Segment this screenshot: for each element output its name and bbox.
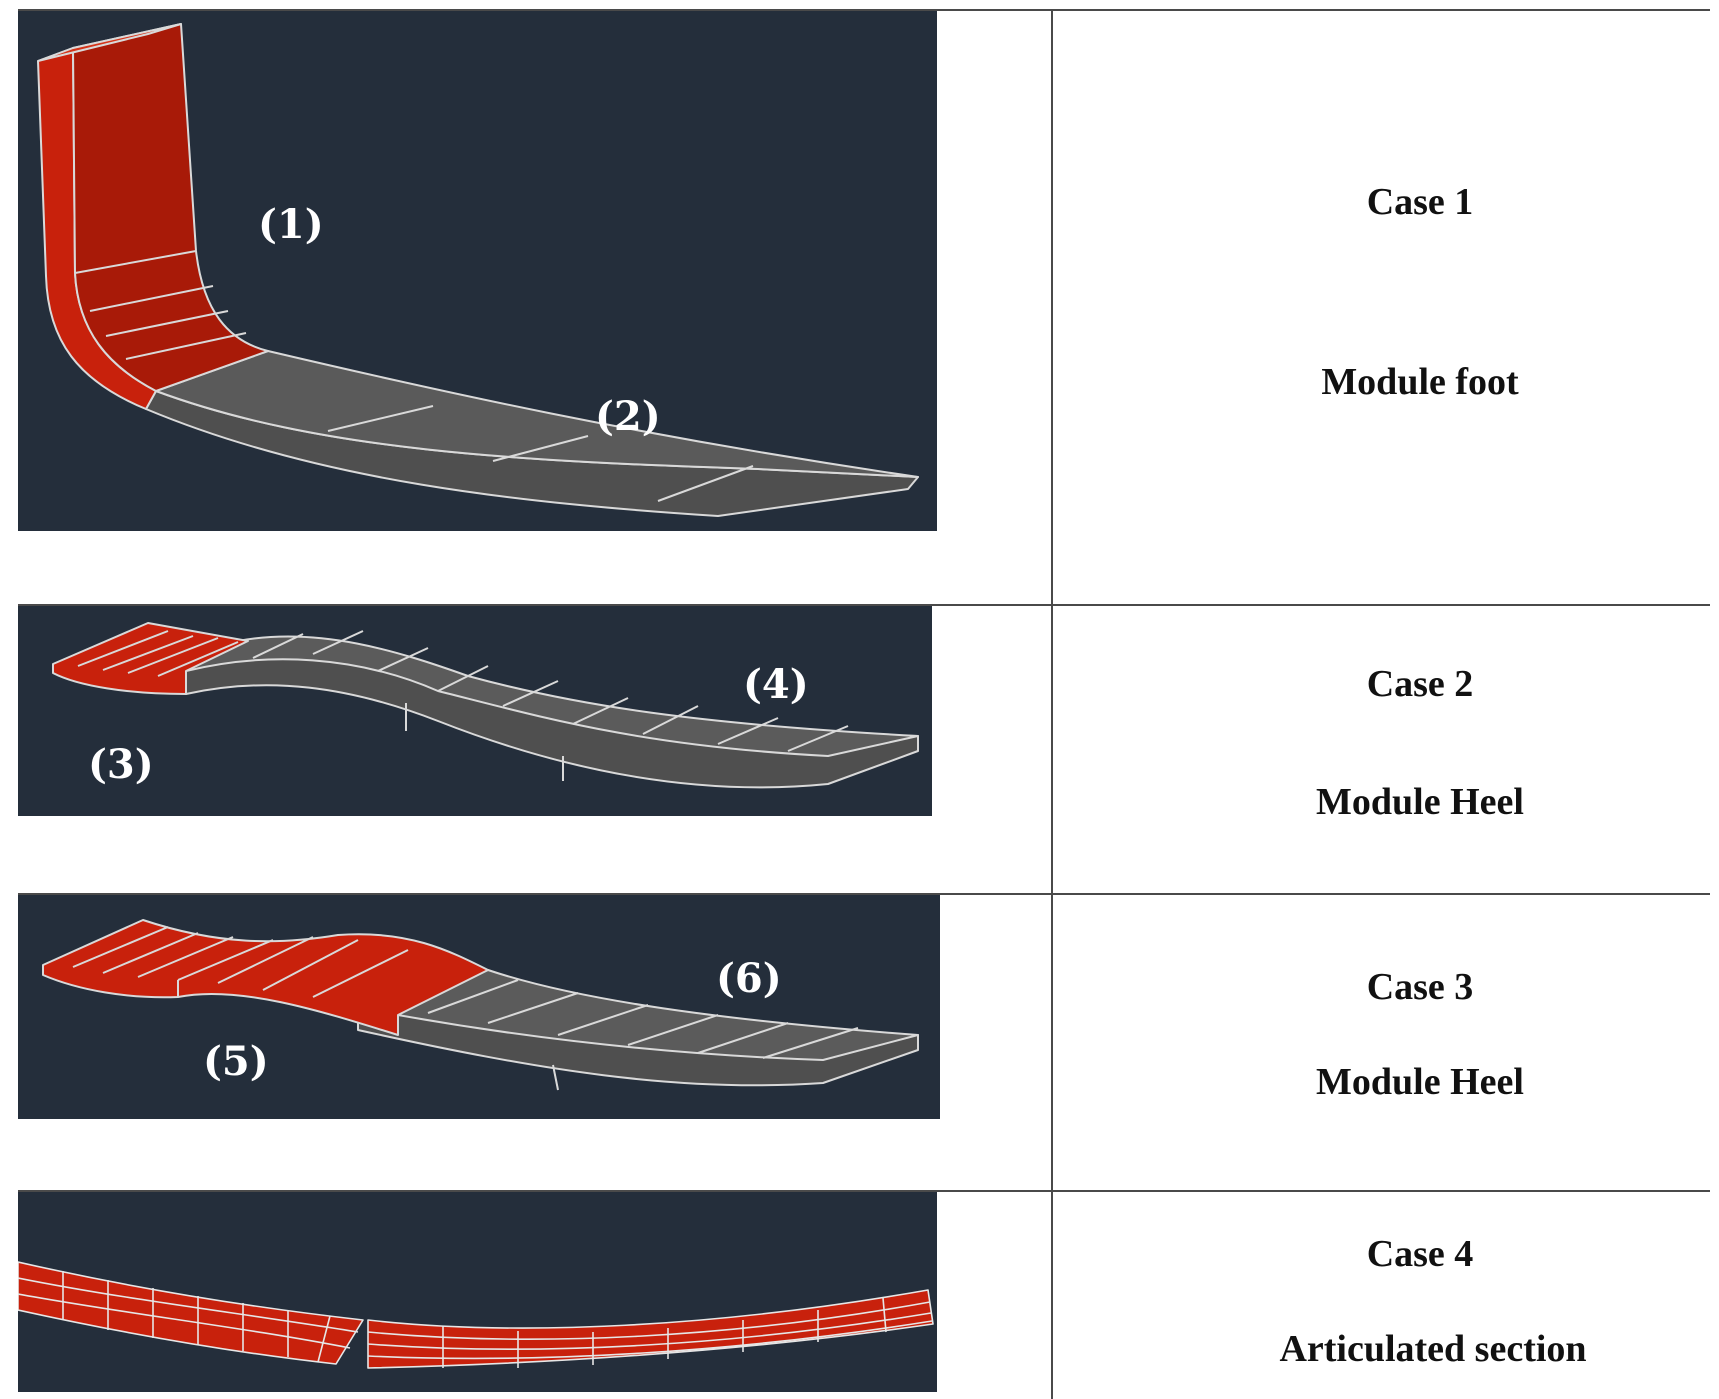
module-heel-model-2 xyxy=(52,622,919,789)
articulated-section-left xyxy=(18,1261,364,1365)
case-2-model-panel: (3) (4) xyxy=(18,606,932,816)
case-1-description: Module foot xyxy=(1321,361,1519,403)
module-heel-model-3 xyxy=(42,919,919,1091)
part-label-6: (6) xyxy=(716,955,782,1002)
case-3-model-panel: (5) (6) xyxy=(18,895,940,1119)
part-label-5: (5) xyxy=(203,1038,269,1085)
part-1-upright-top xyxy=(37,23,182,62)
part-3-heel-tip xyxy=(52,622,249,695)
row-divider-1 xyxy=(18,604,1710,606)
case-4-description: Articulated section xyxy=(1279,1328,1587,1370)
case-1-label: Case 1 xyxy=(1366,181,1474,223)
row-divider-2 xyxy=(18,893,1710,895)
row-divider-3 xyxy=(18,1190,1710,1192)
column-divider xyxy=(1051,9,1053,1399)
part-1-upright-side xyxy=(72,23,269,392)
part-label-2: (2) xyxy=(595,393,661,440)
articulated-section-model xyxy=(18,1261,934,1369)
part-2-plate-top xyxy=(155,350,919,478)
case-3-description: Module Heel xyxy=(1316,1061,1524,1103)
part-label-3: (3) xyxy=(88,741,154,788)
case-3-label: Case 3 xyxy=(1366,966,1474,1008)
case-2-label: Case 2 xyxy=(1366,663,1474,705)
table-top-rule xyxy=(18,9,1710,11)
module-foot-model xyxy=(37,23,919,517)
part-6-forefoot-top xyxy=(357,969,919,1061)
case-4-model-panel xyxy=(18,1192,937,1392)
articulated-section-right xyxy=(367,1289,934,1369)
case-1-model-panel: (1) (2) xyxy=(18,11,937,531)
part-4-heel-top xyxy=(185,635,919,757)
part-label-1: (1) xyxy=(258,201,324,248)
case-4-label: Case 4 xyxy=(1366,1233,1474,1275)
case-2-description: Module Heel xyxy=(1316,781,1524,823)
part-label-4: (4) xyxy=(743,661,809,708)
